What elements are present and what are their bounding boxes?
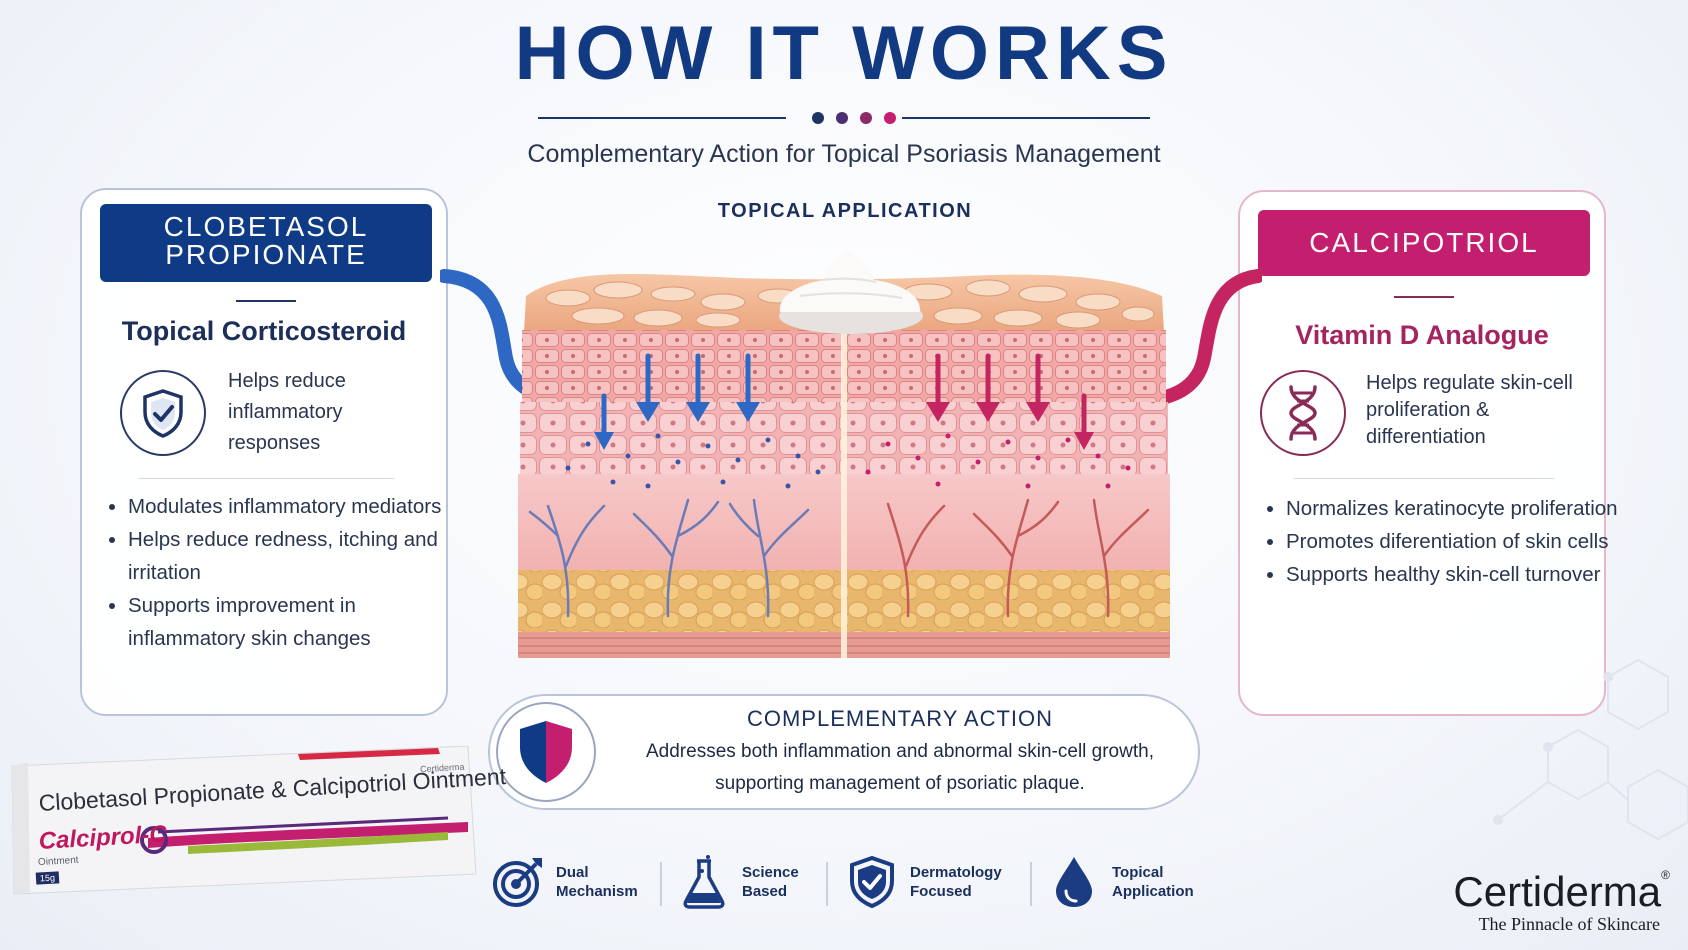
flask-icon — [676, 854, 732, 910]
feature-dermatology-focused: Dermatology Focused — [844, 854, 1010, 910]
skin-cross-section-illustration — [518, 250, 1170, 658]
feature-divider — [826, 862, 828, 906]
page-subtitle: Complementary Action for Topical Psorias… — [527, 140, 1161, 168]
dna-icon — [1260, 370, 1346, 456]
feature-label: Science Based — [742, 864, 799, 900]
calcipotriol-bullet-list: Normalizes keratinocyte proliferation Pr… — [1240, 492, 1642, 591]
clobetasol-heading: CLOBETASOL PROPIONATE — [100, 204, 432, 282]
feature-dual-mechanism: Dual Mechanism — [490, 854, 656, 910]
molecule-network-decoration — [1493, 658, 1688, 841]
list-item: Normalizes keratinocyte proliferation — [1286, 492, 1642, 525]
split-shield-icon — [496, 702, 596, 802]
feature-divider — [660, 862, 662, 906]
feature-topical-application: Topical Application — [1046, 854, 1212, 910]
list-item: Modulates inflammatory mediators — [128, 490, 478, 523]
company-name: Certiderma — [1453, 868, 1662, 915]
product-box-illustration — [11, 746, 477, 895]
feature-label: Dermatology Focused — [910, 864, 1002, 900]
registered-mark: ® — [1661, 868, 1670, 882]
page-title: HOW IT WORKS — [514, 11, 1174, 96]
calcipotriol-subheading: Vitamin D Analogue — [1295, 320, 1549, 350]
card-separator — [138, 478, 394, 479]
shield-check-icon — [844, 854, 900, 910]
list-item: Promotes diferentiation of skin cells — [1286, 525, 1642, 558]
list-item: Supports healthy skin-cell turnover — [1286, 558, 1642, 591]
feature-label: Dual Mechanism — [556, 864, 638, 900]
drop-icon — [1046, 854, 1102, 910]
calcipotriol-card: CALCIPOTRIOL Vitamin D Analogue Helps re… — [1238, 190, 1618, 716]
complementary-action-panel: COMPLEMENTARY ACTION Addresses both infl… — [488, 694, 1200, 810]
title-divider — [538, 112, 1150, 124]
company-logo: Certiderma® — [1420, 868, 1670, 916]
complementary-action-title: COMPLEMENTARY ACTION — [746, 706, 1054, 731]
target-icon — [490, 854, 546, 910]
topical-application-label: TOPICAL APPLICATION — [717, 200, 973, 222]
clobetasol-summary: Helps reduce inflammatory responses — [228, 370, 346, 454]
company-tagline: The Pinnacle of Skincare — [1478, 914, 1660, 934]
mini-divider — [236, 300, 296, 302]
clobetasol-heading-line2: PROPIONATE — [165, 239, 367, 270]
calcipotriol-heading: CALCIPOTRIOL — [1258, 210, 1590, 276]
complementary-action-text: Addresses both inflammation and abnormal… — [646, 741, 1154, 794]
feature-science-based: Science Based — [676, 854, 842, 910]
clobetasol-card: CLOBETASOL PROPIONATE Topical Corticoste… — [80, 188, 448, 716]
clobetasol-heading-line1: CLOBETASOL — [163, 211, 369, 242]
feature-label: Topical Application — [1112, 864, 1194, 900]
list-item: Supports improvement in inflammatory ski… — [128, 589, 478, 655]
mini-divider — [1394, 296, 1454, 298]
list-item: Helps reduce redness, itching and irrita… — [128, 523, 478, 589]
clobetasol-bullet-list: Modulates inflammatory mediators Helps r… — [82, 490, 478, 655]
product-form: Ointment — [37, 854, 79, 869]
calcipotriol-summary: Helps regulate skin-cell proliferation &… — [1366, 372, 1573, 448]
feature-divider — [1030, 862, 1032, 906]
shield-check-icon — [120, 370, 206, 456]
clobetasol-subheading: Topical Corticosteroid — [121, 316, 407, 346]
card-separator — [1294, 478, 1554, 479]
product-size-badge: 15g — [35, 871, 60, 885]
